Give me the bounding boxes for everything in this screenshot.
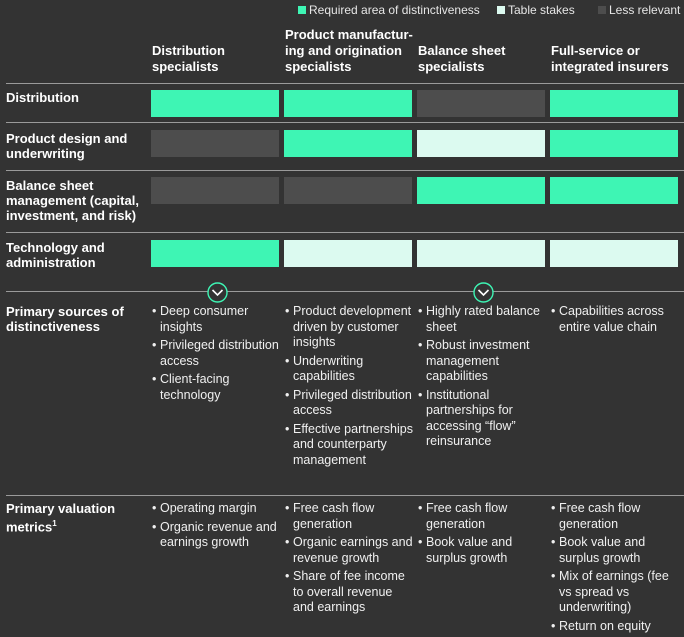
list-item: Privileged distribution access — [285, 388, 413, 419]
divider — [6, 291, 684, 292]
divider — [6, 232, 684, 233]
divider — [6, 83, 684, 84]
bar-balance-sheet-distribution-specialists — [151, 177, 279, 204]
list-item: Product development driven by customer i… — [285, 304, 413, 351]
bar-technology-product-specialists — [284, 240, 412, 267]
bar-balance-sheet-balance-sheet-specialists — [417, 177, 545, 204]
column-header-full-service-insurers: Full-service or integrated insurers — [551, 43, 669, 74]
legend-swatch-less-relevant — [598, 6, 606, 14]
bar-distribution-distribution-specialists — [151, 90, 279, 117]
bar-product-design-full-service-insurers — [550, 130, 678, 157]
list-item: Share of fee income to overall revenue a… — [285, 569, 413, 616]
list-item: Book value and surplus growth — [551, 535, 679, 566]
row-label-text: Primary valuation metrics — [6, 501, 116, 535]
list-item: Capabilities across entire value chain — [551, 304, 679, 335]
legend-label: Less relevant — [609, 3, 681, 17]
list-item: Highly rated balance sheet — [418, 304, 546, 335]
bar-technology-full-service-insurers — [550, 240, 678, 267]
bar-technology-distribution-specialists — [151, 240, 279, 267]
list-item: Client-facing technology — [152, 372, 280, 403]
sources-list-balance-sheet-specialists: Highly rated balance sheet Robust invest… — [418, 304, 546, 453]
list-item: Underwriting capabilities — [285, 354, 413, 385]
footnote-marker: 1 — [52, 519, 57, 528]
list-item: Institutional partnerships for accessing… — [418, 388, 546, 450]
list-item: Privileged distribution access — [152, 338, 280, 369]
row-label-primary-valuation-metrics: Primary valuation metrics1 — [6, 501, 146, 534]
list-item: Deep consumer insights — [152, 304, 280, 335]
list-item: Free cash flow generation — [285, 501, 413, 532]
list-item: Operating margin — [152, 501, 280, 517]
row-label-product-design: Product design and underwriting — [6, 131, 128, 161]
divider — [6, 122, 684, 123]
metrics-list-balance-sheet-specialists: Free cash flow generation Book value and… — [418, 501, 546, 569]
list-item: Book value and surplus growth — [418, 535, 546, 566]
bar-technology-balance-sheet-specialists — [417, 240, 545, 267]
list-item: Effective partnerships and counterparty … — [285, 422, 413, 469]
list-item: Return on equity — [551, 619, 679, 635]
sources-list-full-service-insurers: Capabilities across entire value chain — [551, 304, 679, 338]
bar-distribution-balance-sheet-specialists — [417, 90, 545, 117]
row-label-technology-administration: Technology and administration — [6, 240, 105, 270]
metrics-list-product-specialists: Free cash flow generation Organic earnin… — [285, 501, 413, 619]
chevron-down-circle-icon — [473, 282, 494, 303]
legend-label: Table stakes — [508, 3, 575, 17]
column-header-balance-sheet-specialists: Balance sheet specialists — [418, 43, 506, 74]
list-item: Organic revenue and earnings growth — [152, 520, 280, 551]
row-label-primary-sources: Primary sources of distinctiveness — [6, 304, 124, 334]
chevron-down-circle-icon — [207, 282, 228, 303]
list-item: Robust investment management capabilitie… — [418, 338, 546, 385]
metrics-list-distribution-specialists: Operating margin Organic revenue and ear… — [152, 501, 280, 554]
bar-distribution-product-specialists — [284, 90, 412, 117]
bar-product-design-balance-sheet-specialists — [417, 130, 545, 157]
list-item: Free cash flow generation — [418, 501, 546, 532]
divider — [6, 495, 684, 496]
bar-product-design-product-specialists — [284, 130, 412, 157]
bar-balance-sheet-full-service-insurers — [550, 177, 678, 204]
row-label-distribution: Distribution — [6, 90, 79, 105]
row-label-balance-sheet-management: Balance sheet management (capital, inves… — [6, 178, 139, 223]
metrics-list-full-service-insurers: Free cash flow generation Book value and… — [551, 501, 679, 637]
legend-swatch-table-stakes — [497, 6, 505, 14]
divider — [6, 170, 684, 171]
column-header-distribution-specialists: Distribution specialists — [152, 43, 225, 74]
list-item: Free cash flow generation — [551, 501, 679, 532]
sources-list-distribution-specialists: Deep consumer insights Privileged distri… — [152, 304, 280, 406]
legend-swatch-required — [298, 6, 306, 14]
legend-label: Required area of distinctiveness — [309, 3, 480, 17]
list-item: Mix of earnings (fee vs spread vs underw… — [551, 569, 679, 616]
column-header-product-manufacturing-specialists: Product manufactur-ing and origination s… — [285, 27, 413, 74]
bar-distribution-full-service-insurers — [550, 90, 678, 117]
bar-balance-sheet-product-specialists — [284, 177, 412, 204]
bar-product-design-distribution-specialists — [151, 130, 279, 157]
list-item: Organic earnings and revenue growth — [285, 535, 413, 566]
sources-list-product-specialists: Product development driven by customer i… — [285, 304, 413, 471]
